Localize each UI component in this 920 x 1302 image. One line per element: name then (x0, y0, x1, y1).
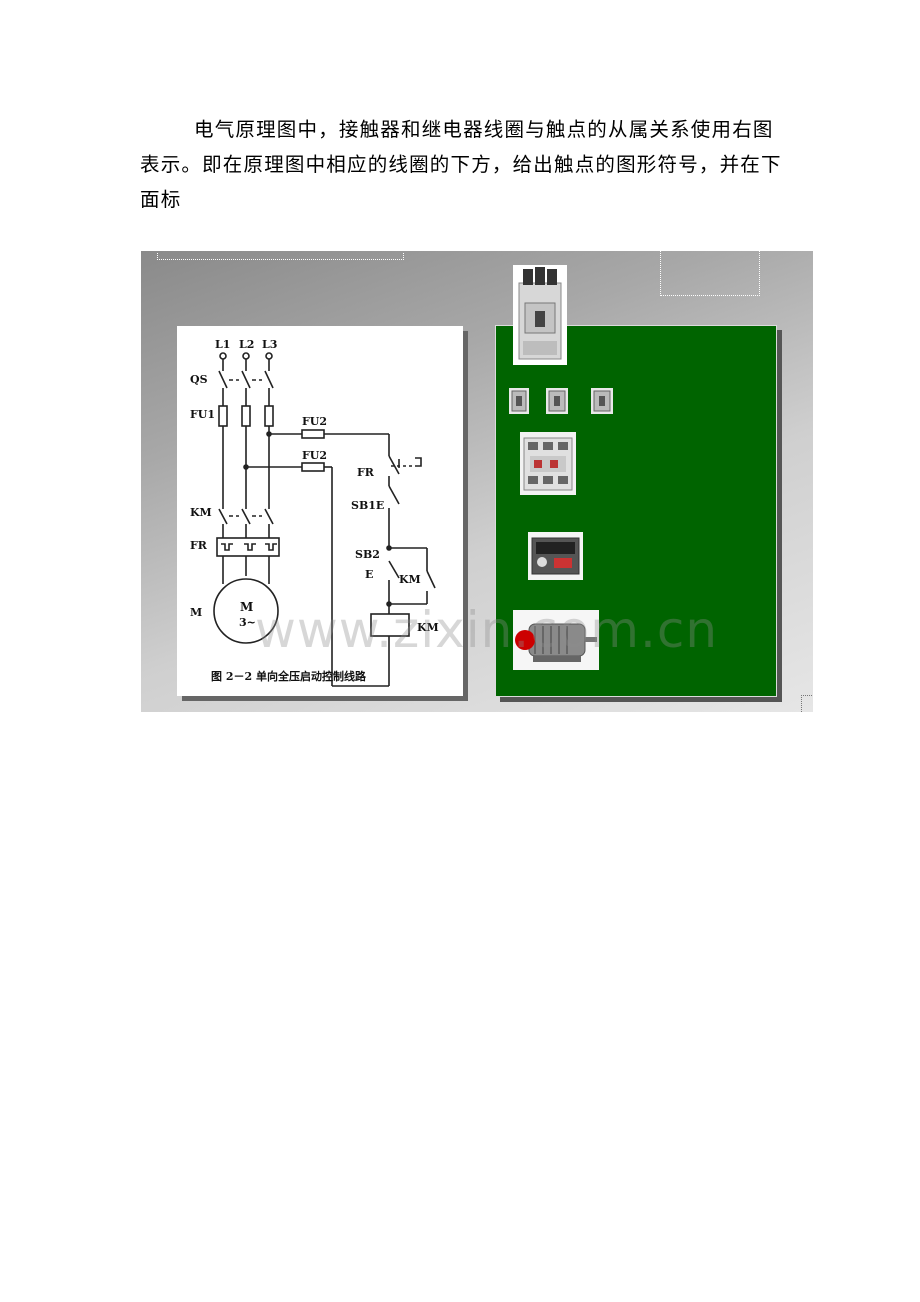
label-sb2: SB2 (355, 548, 380, 561)
label-motor-inner: M (240, 600, 253, 614)
contactor-photo (520, 432, 576, 495)
label-km-contact: KM (399, 573, 421, 586)
fuse-photo (509, 388, 529, 414)
label-fu2a: FU2 (302, 415, 327, 428)
label-km-coil: KM (417, 621, 439, 634)
circuit-breaker-photo (513, 265, 567, 365)
fuse-photo (591, 388, 613, 414)
motor-photo (513, 610, 599, 670)
label-motor: M (190, 606, 202, 619)
label-qs: QS (190, 373, 208, 386)
placeholder-border (660, 251, 760, 296)
label-km-left: KM (190, 506, 212, 519)
circuit-schematic: L1 L2 L3 QS FU1 FU2 FU2 FR SB1E KM FR SB… (177, 326, 463, 696)
label-fr-right: FR (357, 466, 375, 479)
thermal-relay-photo (528, 532, 583, 580)
placeholder-border (157, 253, 404, 260)
label-l1: L1 (215, 338, 230, 351)
fuse-photo (546, 388, 568, 414)
schematic-caption: 图 2－2 单向全压启动控制线路 (211, 669, 367, 683)
watermark: www.zixin.com.cn (255, 601, 719, 659)
label-sb1: SB1E (351, 499, 384, 512)
label-l3: L3 (262, 338, 277, 351)
slide-image: L1 L2 L3 QS FU1 FU2 FU2 FR SB1E KM FR SB… (141, 251, 813, 712)
label-motor-phase: 3~ (239, 616, 256, 629)
label-sb2e: E (365, 568, 373, 581)
body-paragraph: 电气原理图中，接触器和继电器线圈与触点的从属关系使用右图表示。即在原理图中相应的… (140, 118, 782, 211)
placeholder-border (801, 695, 813, 712)
label-l2: L2 (239, 338, 254, 351)
label-fr-left: FR (190, 539, 208, 552)
label-fu1: FU1 (190, 408, 215, 421)
label-fu2b: FU2 (302, 449, 327, 462)
